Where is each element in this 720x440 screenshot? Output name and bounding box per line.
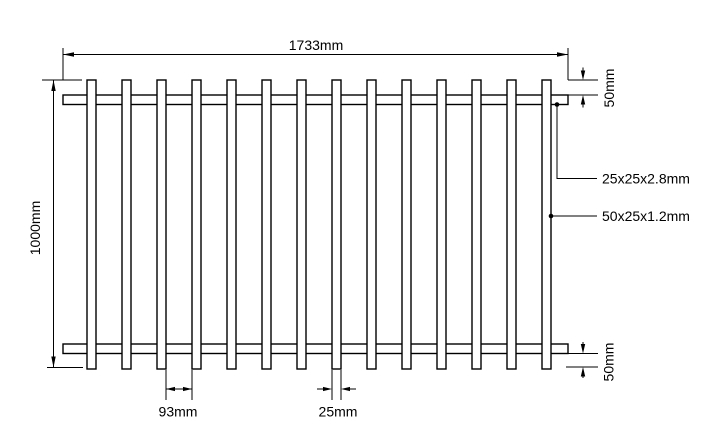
dim-bottom-extension: 50mm	[566, 342, 617, 381]
picket	[226, 79, 237, 370]
dim-overall-height: 1000mm	[27, 79, 83, 368]
dim-picket-gap-label: 93mm	[159, 404, 198, 420]
picket	[436, 79, 447, 370]
dim-picket-width-label: 25mm	[319, 404, 358, 420]
fence-panel	[62, 79, 569, 370]
arrowhead-left	[341, 386, 350, 392]
top-rail	[62, 94, 569, 106]
leader-line	[556, 104, 597, 179]
pickets	[86, 79, 552, 370]
picket	[191, 79, 202, 370]
arrowhead-right	[183, 386, 192, 392]
picket	[86, 79, 97, 370]
arrowhead-up	[580, 367, 586, 377]
picket	[401, 79, 412, 370]
picket	[471, 79, 482, 370]
arrowhead-left	[166, 386, 175, 392]
picket	[506, 79, 517, 370]
bottom-rail	[62, 343, 569, 355]
dim-picket-width: 25mm	[317, 370, 357, 420]
picket	[366, 79, 377, 370]
callout-lower: 50x25x1.2mm	[548, 208, 690, 224]
arrowhead-up	[51, 80, 56, 91]
picket	[331, 79, 342, 370]
callout-upper: 25x25x2.8mm	[554, 102, 690, 187]
dim-top-extension-label: 50mm	[601, 69, 617, 108]
dim-overall-width-label: 1733mm	[289, 37, 343, 53]
arrowhead-right	[557, 52, 568, 57]
dim-top-extension: 50mm	[568, 67, 617, 108]
picket	[296, 79, 307, 370]
arrowhead-down	[51, 356, 56, 368]
dim-picket-gap: 93mm	[159, 370, 198, 420]
callout-upper-label: 25x25x2.8mm	[602, 171, 690, 187]
arrowhead-right	[323, 386, 332, 392]
callout-lower-label: 50x25x1.2mm	[602, 208, 690, 224]
arrowhead-up	[580, 95, 586, 105]
picket	[261, 79, 272, 370]
picket	[121, 79, 132, 370]
arrowhead-down	[580, 344, 586, 354]
arrowhead-left	[63, 52, 74, 57]
picket	[541, 79, 552, 370]
dim-bottom-extension-label: 50mm	[601, 343, 617, 382]
dim-overall-width: 1733mm	[62, 37, 569, 80]
picket	[156, 79, 167, 370]
arrowhead-down	[580, 70, 586, 80]
dim-overall-height-label: 1000mm	[27, 201, 43, 255]
